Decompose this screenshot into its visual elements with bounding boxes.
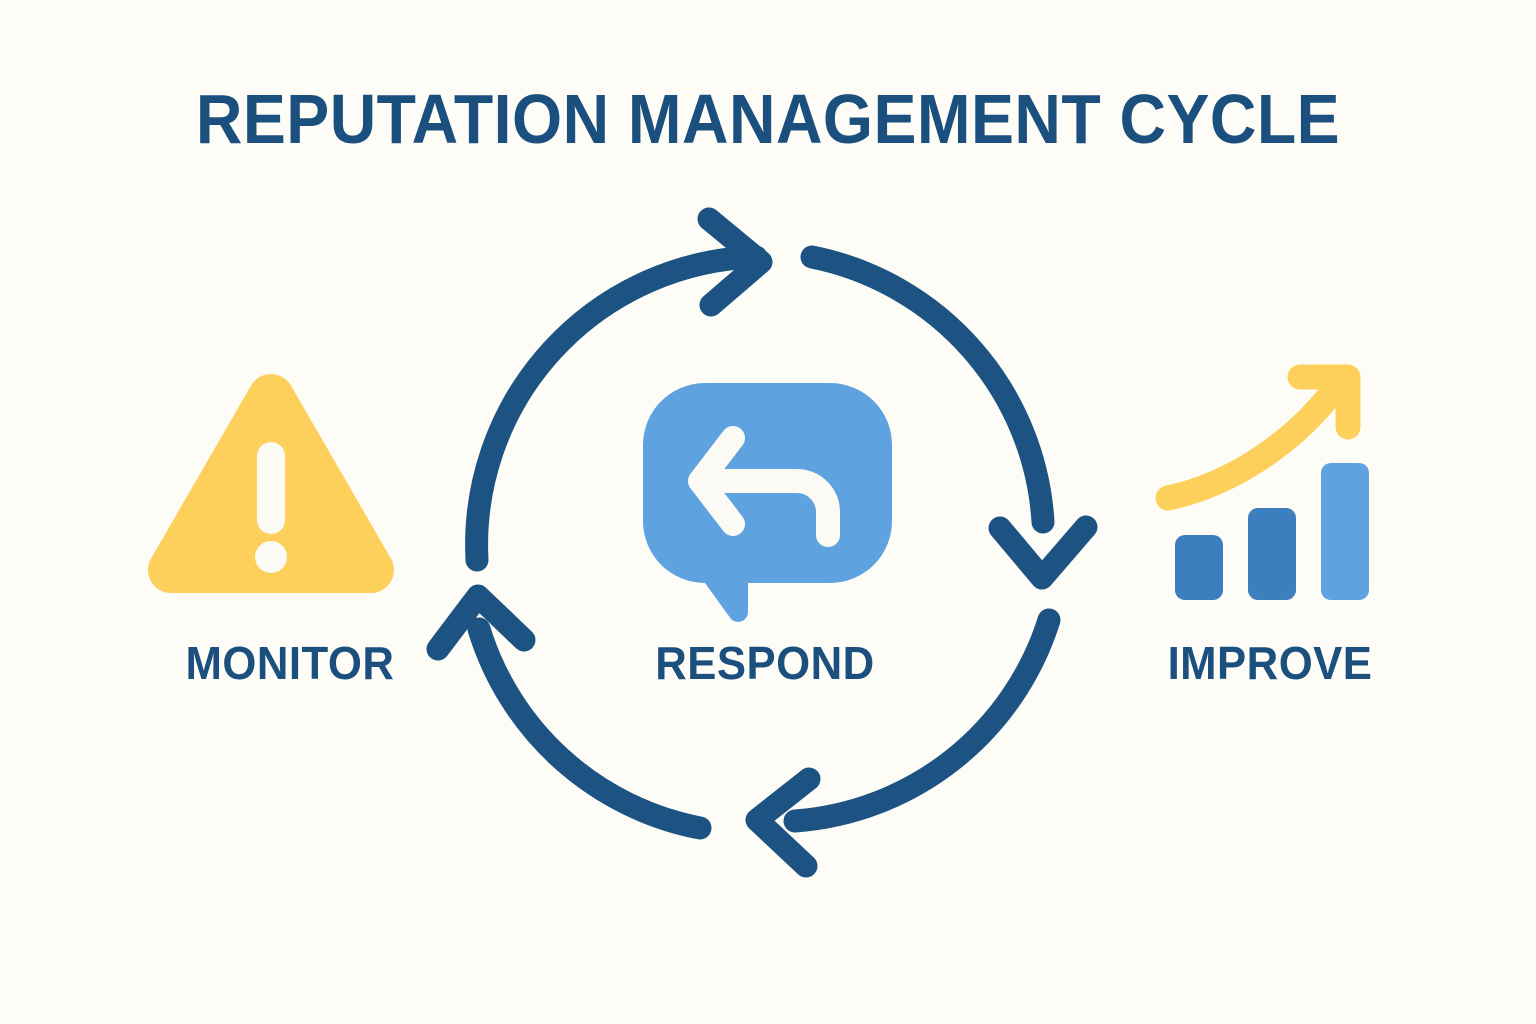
cycle-diagram-target	[430, 205, 1100, 885]
improve-icon-target[interactable]	[1155, 365, 1370, 600]
stage-label-respond: RESPOND	[655, 637, 875, 689]
monitor-icon-target[interactable]	[138, 368, 403, 603]
stage-label-improve: IMPROVE	[1167, 637, 1373, 689]
stage-label-monitor: MONITOR	[185, 637, 395, 689]
page-title: REPUTATION MANAGEMENT CYCLE	[195, 80, 1341, 158]
